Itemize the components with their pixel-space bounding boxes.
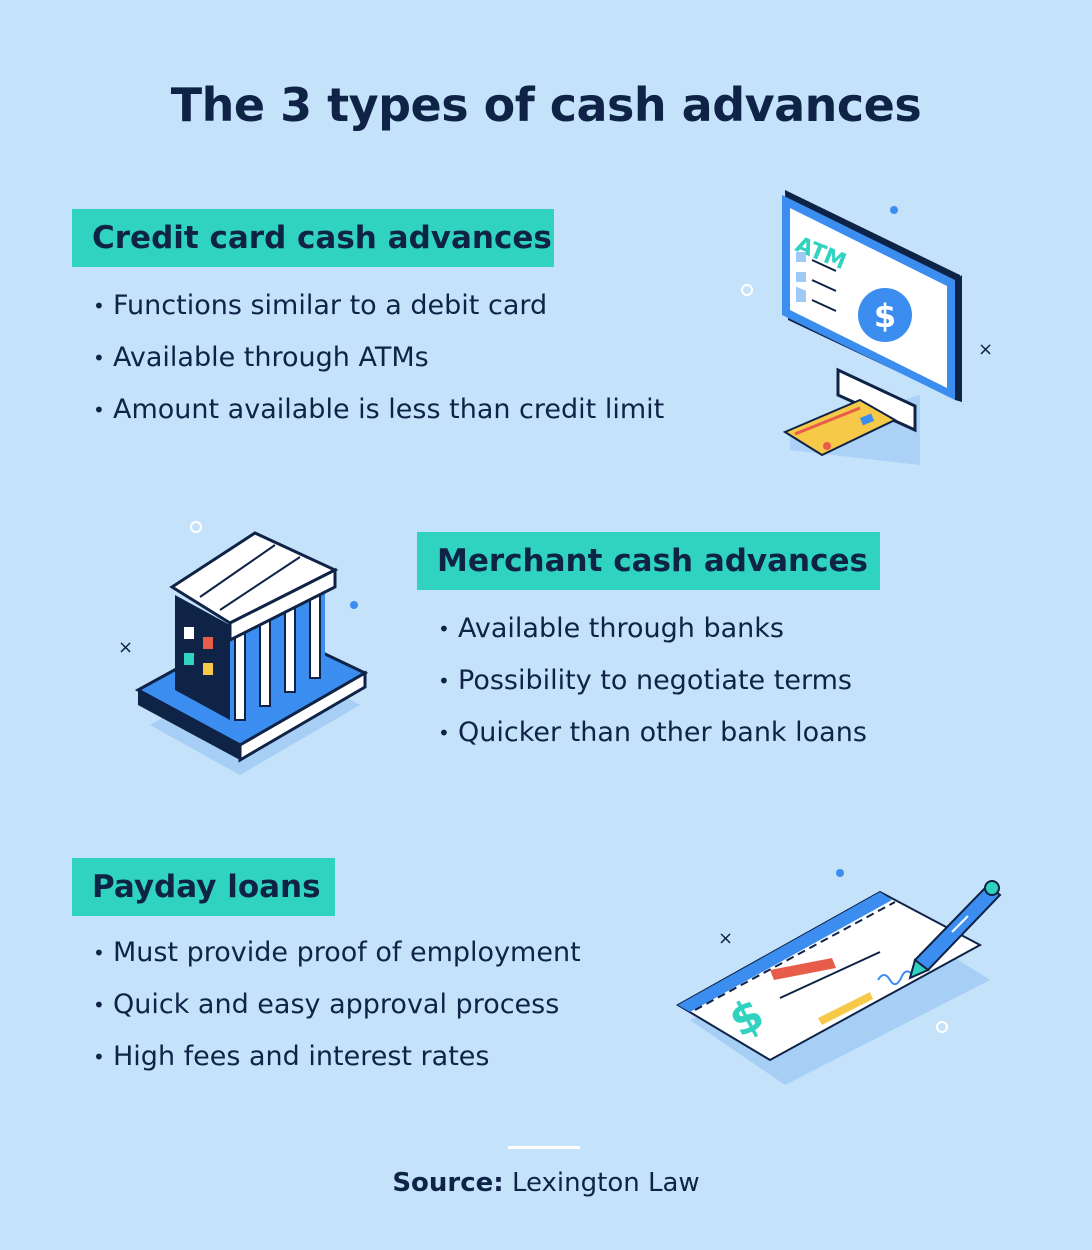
page-title: The 3 types of cash advances: [170, 78, 922, 132]
section-heading-merchant: Merchant cash advances: [417, 532, 880, 590]
list-item: Possibility to negotiate terms: [438, 655, 867, 707]
svg-text:×: ×: [718, 928, 733, 949]
list-item: Quick and easy approval process: [93, 979, 581, 1031]
source-value: Lexington Law: [511, 1168, 700, 1198]
list-item: Functions similar to a debit card: [93, 280, 664, 332]
list-item: Must provide proof of employment: [93, 927, 581, 979]
credit-card-bullet-list: Functions similar to a debit card Availa…: [93, 280, 664, 436]
list-item: Available through ATMs: [93, 332, 664, 384]
section-heading-payday: Payday loans: [72, 858, 335, 916]
payday-bullet-list: Must provide proof of employment Quick a…: [93, 927, 581, 1083]
source-label: Source:: [392, 1168, 504, 1198]
list-item: High fees and interest rates: [93, 1031, 581, 1083]
source-credit: Source: Lexington Law: [0, 1168, 1092, 1198]
section-heading-credit-card: Credit card cash advances: [72, 209, 554, 267]
svg-text:×: ×: [978, 339, 993, 360]
list-item: Available through banks: [438, 603, 867, 655]
svg-text:×: ×: [118, 637, 133, 658]
dollar-sign-icon: $: [874, 297, 896, 335]
check-and-pen-icon: $ ×: [676, 869, 1002, 1085]
bank-building-icon: ×: [118, 521, 369, 775]
footer-divider: [508, 1146, 580, 1149]
atm-icon: ATM $ ×: [741, 190, 993, 465]
list-item: Quicker than other bank loans: [438, 707, 867, 759]
merchant-bullet-list: Available through banks Possibility to n…: [438, 603, 867, 759]
list-item: Amount available is less than credit lim…: [93, 384, 664, 436]
